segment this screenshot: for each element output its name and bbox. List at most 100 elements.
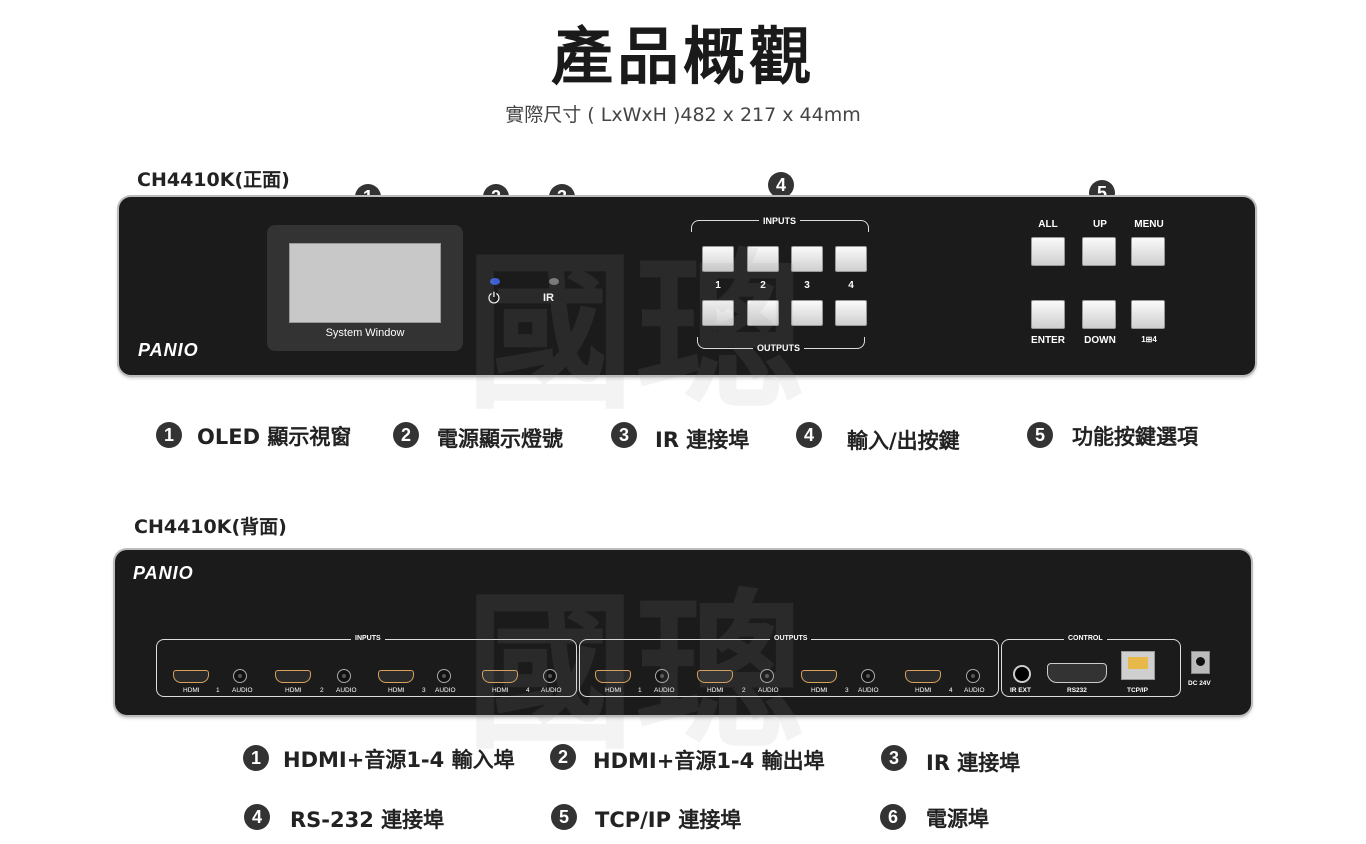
rear-legend-badge-1: 1 (243, 745, 269, 771)
output-port-number-3: 3 (845, 687, 849, 694)
input-audio-jack-1 (233, 669, 247, 683)
rear-legend-text-2: HDMI+音源1-4 輸出埠 (593, 749, 825, 773)
front-legend-text-4: 輸入/出按鍵 (847, 429, 960, 453)
rear-panel: PANIO INPUTS OUTPUTS CONTROL HDMI 1 AUDI… (115, 550, 1251, 715)
rear-legend-text-4: RS-232 連接埠 (290, 808, 445, 832)
rear-legend-text-6: 電源埠 (926, 807, 989, 831)
dc-power-port (1191, 651, 1210, 674)
input-hdmi-label-2: HDMI (285, 687, 302, 694)
rear-legend-text-3: IR 連接埠 (926, 751, 1021, 775)
output-button-3[interactable] (791, 300, 823, 326)
output-hdmi-port-1 (595, 670, 631, 683)
front-legend-badge-2: 2 (393, 422, 419, 448)
front-brand-logo: PANIO (138, 340, 199, 360)
enter-button[interactable] (1031, 300, 1065, 329)
input-audio-label-4: AUDIO (541, 687, 562, 694)
front-heading: CH4410K(正面) (137, 169, 290, 191)
inputs-label: INPUTS (759, 216, 801, 226)
rear-outputs-label: OUTPUTS (770, 635, 812, 642)
input-audio-jack-4 (543, 669, 557, 683)
ir-label: IR (543, 292, 554, 304)
input-hdmi-port-4 (482, 670, 518, 683)
input-hdmi-port-2 (275, 670, 311, 683)
rs232-port (1047, 663, 1107, 683)
output-hdmi-port-3 (801, 670, 837, 683)
power-icon: ⏻ (488, 289, 500, 307)
output-port-number-4: 4 (949, 687, 953, 694)
front-legend-badge-5: 5 (1027, 422, 1053, 448)
ir-led (549, 278, 559, 285)
oled-screen (289, 243, 441, 323)
tcpip-port-pins (1128, 657, 1148, 669)
all-label: ALL (1038, 219, 1058, 230)
rs232-label: RS232 (1067, 687, 1087, 694)
down-label: DOWN (1084, 335, 1116, 346)
page-title: 產品概觀 (550, 20, 815, 93)
front-panel: System Window ⏻ IR INPUTS 1 2 3 4 OUTPUT… (119, 197, 1255, 375)
input-hdmi-port-3 (378, 670, 414, 683)
rear-legend-badge-6: 6 (880, 804, 906, 830)
input-button-1[interactable] (702, 246, 734, 272)
down-button[interactable] (1082, 300, 1116, 329)
input-button-3[interactable] (791, 246, 823, 272)
output-audio-label-3: AUDIO (858, 687, 879, 694)
input-button-4[interactable] (835, 246, 867, 272)
port-number-3: 3 (804, 280, 810, 291)
all-button[interactable] (1031, 237, 1065, 266)
ir-ext-port (1013, 665, 1031, 683)
input-port-number-4: 4 (526, 687, 530, 694)
rear-inputs-label: INPUTS (351, 635, 385, 642)
input-hdmi-label-3: HDMI (388, 687, 405, 694)
front-badge-4: 4 (768, 172, 794, 198)
front-legend-text-3: IR 連接埠 (655, 428, 750, 452)
rear-legend-badge-4: 4 (244, 804, 270, 830)
output-hdmi-port-2 (697, 670, 733, 683)
layout-button[interactable] (1131, 300, 1165, 329)
dc-label: DC 24V (1188, 680, 1211, 687)
input-hdmi-label-1: HDMI (183, 687, 200, 694)
menu-button[interactable] (1131, 237, 1165, 266)
front-legend-text-5: 功能按鍵選項 (1072, 425, 1198, 449)
input-port-number-3: 3 (422, 687, 426, 694)
input-audio-jack-3 (437, 669, 451, 683)
rear-brand-logo: PANIO (133, 563, 194, 583)
input-port-number-2: 2 (320, 687, 324, 694)
input-audio-label-3: AUDIO (435, 687, 456, 694)
port-number-2: 2 (760, 280, 766, 291)
front-legend-badge-3: 3 (611, 422, 637, 448)
output-button-4[interactable] (835, 300, 867, 326)
port-number-1: 1 (715, 280, 721, 291)
output-audio-label-4: AUDIO (964, 687, 985, 694)
output-audio-label-1: AUDIO (654, 687, 675, 694)
input-hdmi-port-1 (173, 670, 209, 683)
tcpip-port (1121, 651, 1155, 680)
page-subtitle: 實際尺寸 ( LxWxH )482 x 217 x 44mm (505, 104, 861, 126)
output-hdmi-label-3: HDMI (811, 687, 828, 694)
input-button-2[interactable] (747, 246, 779, 272)
output-hdmi-label-4: HDMI (915, 687, 932, 694)
input-audio-jack-2 (337, 669, 351, 683)
output-audio-label-2: AUDIO (758, 687, 779, 694)
front-legend-text-1: OLED 顯示視窗 (197, 425, 352, 449)
oled-frame: System Window (267, 225, 463, 351)
rear-legend-text-1: HDMI+音源1-4 輸入埠 (283, 748, 515, 772)
output-hdmi-label-1: HDMI (605, 687, 622, 694)
rear-legend-badge-3: 3 (881, 745, 907, 771)
output-audio-jack-2 (760, 669, 774, 683)
ir-ext-label: IR EXT (1010, 687, 1031, 694)
output-button-1[interactable] (702, 300, 734, 326)
output-audio-jack-3 (861, 669, 875, 683)
rear-heading: CH4410K(背面) (134, 516, 287, 538)
input-audio-label-2: AUDIO (336, 687, 357, 694)
input-port-number-1: 1 (216, 687, 220, 694)
input-audio-label-1: AUDIO (232, 687, 253, 694)
system-window-label: System Window (325, 327, 405, 339)
output-button-2[interactable] (747, 300, 779, 326)
port-number-4: 4 (848, 280, 854, 291)
dc-power-hole (1196, 657, 1205, 666)
output-hdmi-port-4 (905, 670, 941, 683)
up-button[interactable] (1082, 237, 1116, 266)
front-legend-badge-4: 4 (796, 422, 822, 448)
output-audio-jack-1 (655, 669, 669, 683)
rear-outputs-frame (579, 639, 999, 697)
